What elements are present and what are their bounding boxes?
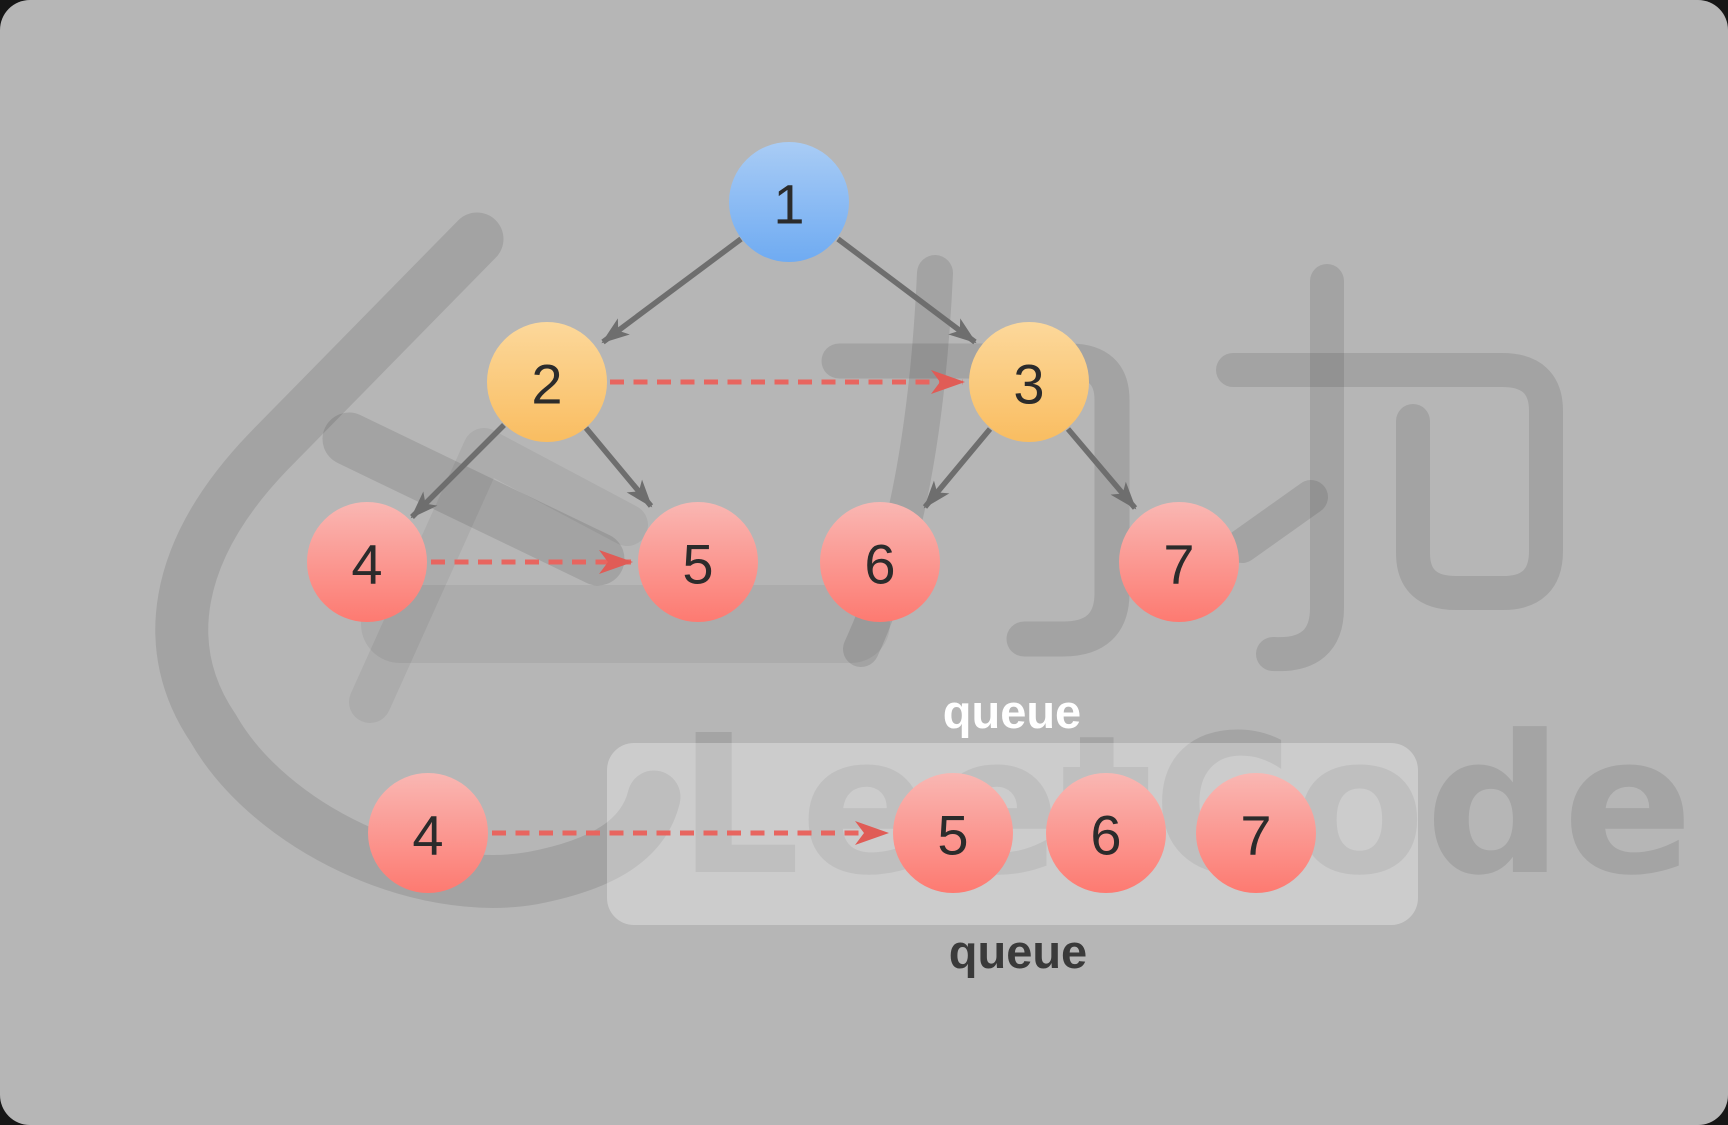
cjk-kou-watermark-icon: [1216, 264, 1563, 672]
tree-node-1: 1: [729, 142, 849, 262]
node-value: 5: [937, 804, 968, 867]
queue-item-5: 5: [893, 773, 1013, 893]
tree-node-4: 4: [307, 502, 427, 622]
edge-1-3: [836, 236, 977, 345]
tree-node-7: 7: [1119, 502, 1239, 622]
queue-label-top: queue: [943, 685, 1081, 738]
node-circle: [893, 773, 1013, 893]
queue-item-7: 7: [1196, 773, 1316, 893]
leetcode-watermark-dark: [155, 212, 1563, 908]
edge-3-6: [922, 427, 993, 509]
node-circle: [1196, 773, 1316, 893]
leetcode-bracket-logo-icon: [155, 212, 681, 908]
node-value: 6: [1090, 804, 1121, 867]
node-value: 7: [1240, 804, 1271, 867]
edge-2-5: [583, 426, 654, 508]
edge-3-7: [1065, 427, 1138, 510]
queue-row: 4 5 6 7: [368, 773, 1316, 893]
edge-1-2: [601, 236, 743, 345]
tree-edges: [410, 236, 1138, 519]
node-circle: [820, 502, 940, 622]
node-value: 6: [864, 533, 895, 596]
node-circle: [307, 502, 427, 622]
node-value: 1: [773, 173, 804, 236]
node-circle: [368, 773, 488, 893]
node-circle: [1119, 502, 1239, 622]
leetcode-text-watermark: LeetCode: [678, 695, 1693, 918]
leetcode-logo-bar-icon: [322, 412, 625, 586]
queue-item-6: 6: [1046, 773, 1166, 893]
tree-node-3: 3: [969, 322, 1089, 442]
node-value: 4: [412, 804, 443, 867]
next-pointer-arrows: [431, 370, 965, 845]
queue-label-bottom: queue: [949, 925, 1087, 978]
leetcode-watermark-light: [349, 428, 890, 723]
tree-node-6: 6: [820, 502, 940, 622]
tree-node-5: 5: [638, 502, 758, 622]
tree-nodes: 1 2 3 4 5: [307, 142, 1239, 622]
node-value: 7: [1163, 533, 1194, 596]
node-value: 4: [351, 533, 382, 596]
node-value: 2: [531, 353, 562, 416]
queue-outside-node-4: 4: [368, 773, 488, 893]
edge-2-4: [410, 423, 506, 519]
tree-node-2: 2: [487, 322, 607, 442]
logo-inner-chevron-icon: [349, 428, 648, 723]
node-circle: [1046, 773, 1166, 893]
node-circle: [969, 322, 1089, 442]
node-circle: [487, 322, 607, 442]
node-value: 3: [1013, 353, 1044, 416]
node-value: 5: [682, 533, 713, 596]
node-circle: [638, 502, 758, 622]
node-circle: [729, 142, 849, 262]
